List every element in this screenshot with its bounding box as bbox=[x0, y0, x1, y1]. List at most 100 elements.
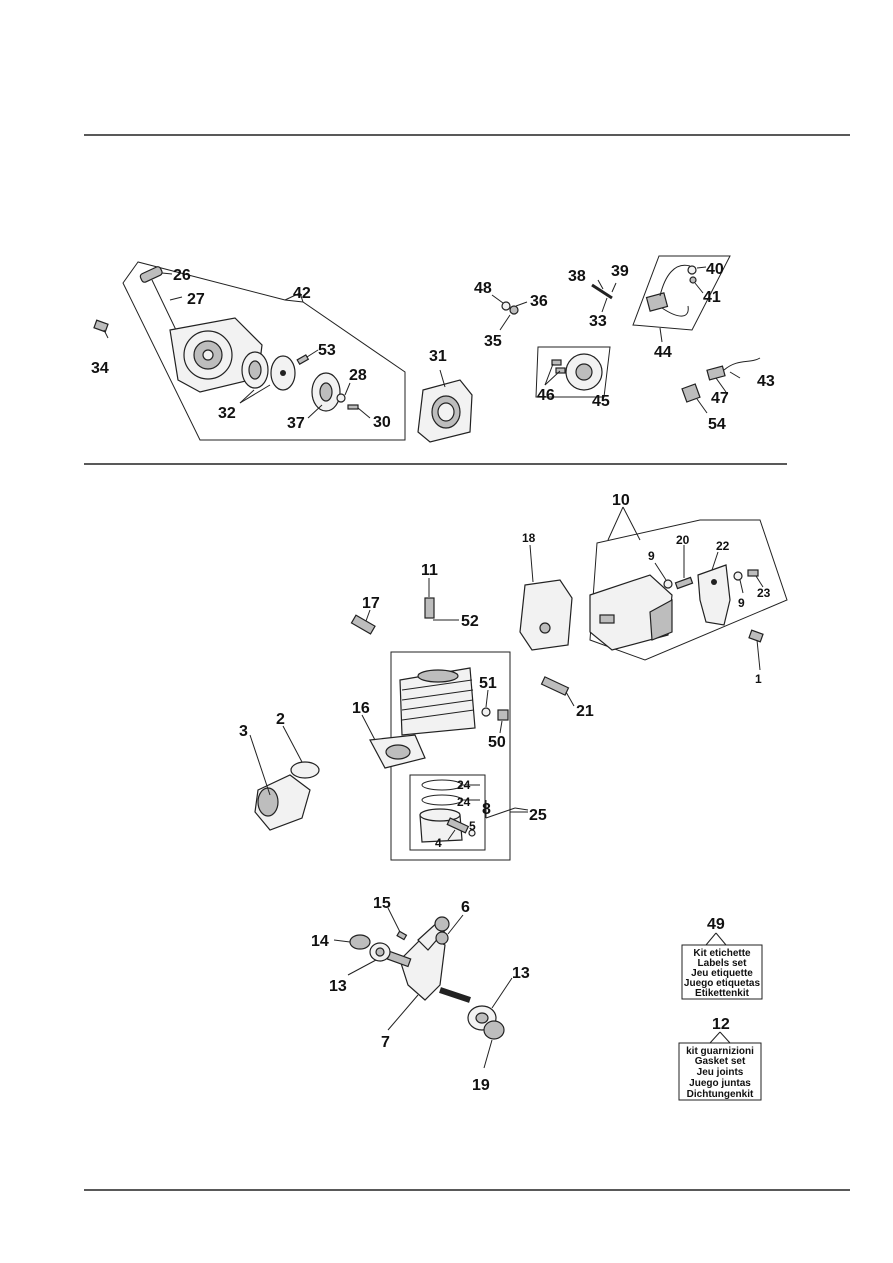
callout-34: 34 bbox=[91, 360, 109, 377]
callout-11: 11 bbox=[421, 562, 438, 579]
callout-31: 31 bbox=[429, 348, 447, 365]
callout-51: 51 bbox=[479, 675, 497, 692]
washer-9a bbox=[663, 579, 673, 589]
callout-42: 42 bbox=[293, 285, 311, 302]
spark-plug bbox=[350, 614, 376, 635]
cylinder-gasket bbox=[369, 734, 426, 769]
callout-25: 25 bbox=[529, 807, 547, 824]
pulley-disc bbox=[270, 355, 296, 391]
callout-54: 54 bbox=[708, 416, 726, 433]
labels-kit-line-3: Jeu etiquette bbox=[691, 968, 753, 979]
callout-50: 50 bbox=[488, 734, 506, 751]
screw-30 bbox=[347, 404, 359, 410]
screw-34 bbox=[93, 319, 109, 339]
callout-48: 48 bbox=[474, 280, 492, 297]
screw-1 bbox=[748, 629, 764, 671]
spark-cap-40 bbox=[687, 265, 697, 275]
callout-6: 6 bbox=[461, 899, 470, 916]
starter-housing bbox=[169, 317, 263, 393]
starter-group-outline bbox=[122, 261, 406, 441]
callout-3: 3 bbox=[239, 723, 248, 740]
flywheel bbox=[565, 353, 603, 391]
callout-26: 26 bbox=[173, 267, 191, 284]
circlip-5 bbox=[468, 829, 476, 837]
callout-5: 5 bbox=[469, 819, 476, 833]
screw-20 bbox=[674, 576, 694, 590]
gasket-kit-line-5: Dichtungenkit bbox=[687, 1089, 754, 1100]
callout-37: 37 bbox=[287, 415, 305, 432]
callout-8: 8 bbox=[482, 801, 491, 818]
pawl-carrier bbox=[311, 372, 341, 412]
callout-36: 36 bbox=[530, 293, 548, 310]
callout-22: 22 bbox=[716, 539, 730, 553]
connecting-rod bbox=[417, 916, 450, 951]
screw-53 bbox=[296, 354, 310, 366]
bearing-13a bbox=[369, 942, 391, 962]
callout-7: 7 bbox=[381, 1034, 390, 1051]
callout-17: 17 bbox=[362, 595, 380, 612]
washer-48 bbox=[501, 301, 511, 311]
callout-10: 10 bbox=[612, 492, 630, 509]
callout-38: 38 bbox=[568, 268, 586, 285]
labels-kit-line-1: Kit etichette bbox=[693, 948, 751, 959]
callout-30: 30 bbox=[373, 414, 391, 431]
callout-53: 53 bbox=[318, 342, 336, 359]
callout-24-upper: 24 bbox=[457, 778, 471, 792]
piston-pin bbox=[446, 817, 470, 834]
callout-32: 32 bbox=[218, 405, 236, 422]
labels-kit-line-2: Labels set bbox=[698, 958, 748, 969]
plug-21 bbox=[540, 676, 570, 696]
callout-15: 15 bbox=[373, 895, 391, 912]
washer-28 bbox=[336, 393, 346, 403]
callout-46: 46 bbox=[537, 387, 555, 404]
callout-43: 43 bbox=[757, 373, 775, 390]
callout-13-left: 13 bbox=[329, 978, 347, 995]
spring-41 bbox=[689, 276, 697, 284]
callout-20: 20 bbox=[676, 533, 690, 547]
oil-seal-14 bbox=[349, 934, 371, 950]
callout-18: 18 bbox=[522, 531, 536, 545]
labels-kit-line-4: Juego etiquetas bbox=[684, 978, 761, 989]
stud-33 bbox=[591, 283, 613, 300]
cylinder bbox=[399, 667, 476, 736]
callout-2: 2 bbox=[276, 711, 285, 728]
gasket-kit-line-4: Juego juntas bbox=[689, 1078, 751, 1089]
callout-9-left: 9 bbox=[648, 549, 655, 563]
callout-23: 23 bbox=[757, 586, 771, 600]
callout-14: 14 bbox=[311, 933, 329, 950]
labels-kit-line-5: Etikettenkit bbox=[695, 988, 750, 999]
ignition-group-outline bbox=[632, 255, 731, 331]
screw-23 bbox=[747, 569, 759, 577]
stop-switch bbox=[706, 357, 761, 381]
callout-24-lower: 24 bbox=[457, 795, 471, 809]
nut-50 bbox=[497, 709, 509, 721]
muffler-bracket bbox=[697, 564, 731, 626]
gasket-kit-line-1: kit guarnizioni bbox=[686, 1046, 754, 1057]
callout-28: 28 bbox=[349, 367, 367, 384]
gasket-kit: 12 kit guarnizioni Gasket set Jeu joints… bbox=[678, 1016, 762, 1101]
callout-41: 41 bbox=[703, 289, 721, 306]
muffler-gasket bbox=[519, 579, 573, 651]
callout-19: 19 bbox=[472, 1077, 490, 1094]
muffler bbox=[589, 574, 673, 651]
callout-40: 40 bbox=[706, 261, 724, 278]
callout-1: 1 bbox=[755, 672, 762, 686]
starter-handle bbox=[139, 266, 177, 331]
starter-pulley bbox=[241, 351, 269, 389]
crankcase-plate bbox=[417, 379, 473, 443]
key-15 bbox=[396, 930, 408, 941]
nut-36 bbox=[509, 305, 519, 315]
callout-4: 4 bbox=[435, 836, 442, 850]
flywheel-pawls bbox=[551, 359, 566, 374]
gasket-kit-line-2: Gasket set bbox=[695, 1056, 746, 1067]
plate-54 bbox=[681, 383, 701, 403]
crankshaft bbox=[386, 934, 471, 1003]
gasket-kit-number: 12 bbox=[712, 1016, 730, 1033]
piston-rings bbox=[421, 779, 463, 806]
washer-51 bbox=[481, 707, 491, 717]
callout-47: 47 bbox=[711, 390, 729, 407]
callout-44: 44 bbox=[654, 344, 672, 361]
oil-seal-19 bbox=[483, 1020, 505, 1040]
washer-9b bbox=[733, 571, 743, 581]
